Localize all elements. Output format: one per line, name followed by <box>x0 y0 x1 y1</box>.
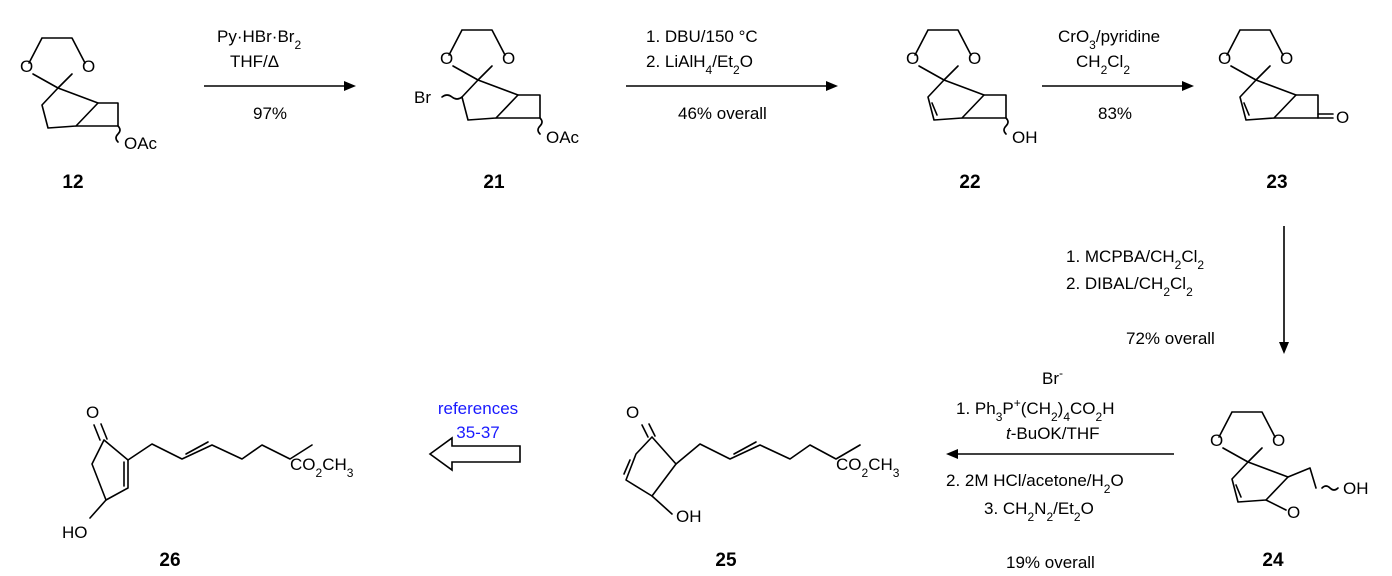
atom-o: O <box>1280 49 1293 68</box>
reaction-step-3: CrO3/pyridine CH2Cl2 83% <box>1042 27 1194 123</box>
reagent-line-1: 1. DBU/150 °C <box>646 27 758 46</box>
substituent-ester: CO2CH3 <box>836 455 900 480</box>
substituent-br: Br <box>414 88 431 107</box>
reaction-step-4: 1. MCPBA/CH2Cl2 2. DIBAL/CH2Cl2 72% over… <box>1066 226 1289 354</box>
arrowhead <box>1182 81 1194 91</box>
reagent-line-1: CrO3/pyridine <box>1058 27 1160 52</box>
atom-o: O <box>502 49 515 68</box>
arrowhead <box>344 81 356 91</box>
reference-line-2: 35-37 <box>456 423 499 442</box>
open-arrow <box>428 436 521 472</box>
reaction-step-5: Br- 1. Ph3P+(CH2)4CO2H t-BuOK/THF 2. 2M … <box>946 366 1174 572</box>
atom-o: O <box>440 49 453 68</box>
reagent-counterion: Br- <box>1042 366 1063 388</box>
reagent-line-3: 2. 2M HCl/acetone/H2O <box>946 471 1124 496</box>
compound-22: O O OH 22 <box>906 29 1038 193</box>
reagent-line-4: 3. CH2N2/Et2O <box>984 499 1094 524</box>
reference-line-1: references <box>438 399 518 418</box>
carbonyl-o: O <box>1336 108 1349 127</box>
reagent-line-2: 2. DIBAL/CH2Cl2 <box>1066 274 1193 299</box>
carbonyl-o: O <box>626 403 639 422</box>
compound-number-12: 12 <box>62 172 83 193</box>
compound-number-21: 21 <box>483 172 505 193</box>
compound-25: O OH CO2CH3 25 <box>623 403 900 571</box>
yield-text: 97% <box>253 104 287 123</box>
substituent-oh: OH <box>1012 128 1038 147</box>
atom-o: O <box>1210 431 1223 450</box>
yield-text: 83% <box>1098 104 1132 123</box>
compound-number-24: 24 <box>1262 550 1284 571</box>
atom-o: O <box>1218 49 1231 68</box>
atom-o: O <box>20 57 33 76</box>
reaction-step-2: 1. DBU/150 °C 2. LiAlH4/Et2O 46% overall <box>626 27 838 123</box>
arrowhead <box>1279 342 1289 354</box>
yield-text: 19% overall <box>1006 553 1095 572</box>
compound-number-26: 26 <box>159 550 180 571</box>
substituent-ester: CO2CH3 <box>290 455 354 480</box>
yield-text: 72% overall <box>1126 329 1215 348</box>
compound-number-23: 23 <box>1266 172 1287 193</box>
compound-21: O O Br OAc 21 <box>414 29 580 193</box>
arrowhead <box>946 449 958 459</box>
compound-number-22: 22 <box>959 172 980 193</box>
substituent-ho: HO <box>62 523 88 542</box>
atom-o: O <box>1272 431 1285 450</box>
yield-text: 46% overall <box>678 104 767 123</box>
compound-26: O HO CO2CH3 26 <box>62 403 354 571</box>
reagent-line-1: 1. MCPBA/CH2Cl2 <box>1066 247 1204 272</box>
compound-12: O O OAc 12 <box>20 37 158 193</box>
arrowhead <box>826 81 838 91</box>
reagent-line-1: 1. Ph3P+(CH2)4CO2H <box>956 396 1114 424</box>
substituent-oac: OAc <box>124 134 158 153</box>
reagent-line-2: THF/Δ <box>230 52 279 71</box>
substituent-oac: OAc <box>546 128 580 147</box>
atom-o: O <box>968 49 981 68</box>
substituent-oh: OH <box>1343 479 1369 498</box>
reagent-line-1: Py·HBr·Br2 <box>217 27 301 52</box>
substituent-oh: OH <box>676 507 702 526</box>
compound-23: O O O 23 <box>1218 29 1349 193</box>
compound-number-25: 25 <box>715 550 737 571</box>
reaction-step-6: references 35-37 <box>428 399 521 472</box>
reaction-step-1: Py·HBr·Br2 THF/Δ 97% <box>204 27 356 123</box>
compound-24: O O O OH 24 <box>1210 411 1369 571</box>
reagent-line-2: 2. LiAlH4/Et2O <box>646 52 753 77</box>
reagent-line-2: t-BuOK/THF <box>1006 424 1100 443</box>
reagent-line-2: CH2Cl2 <box>1076 52 1130 77</box>
carbonyl-o: O <box>86 403 99 422</box>
ring-o: O <box>1287 503 1300 522</box>
atom-o: O <box>82 57 95 76</box>
atom-o: O <box>906 49 919 68</box>
